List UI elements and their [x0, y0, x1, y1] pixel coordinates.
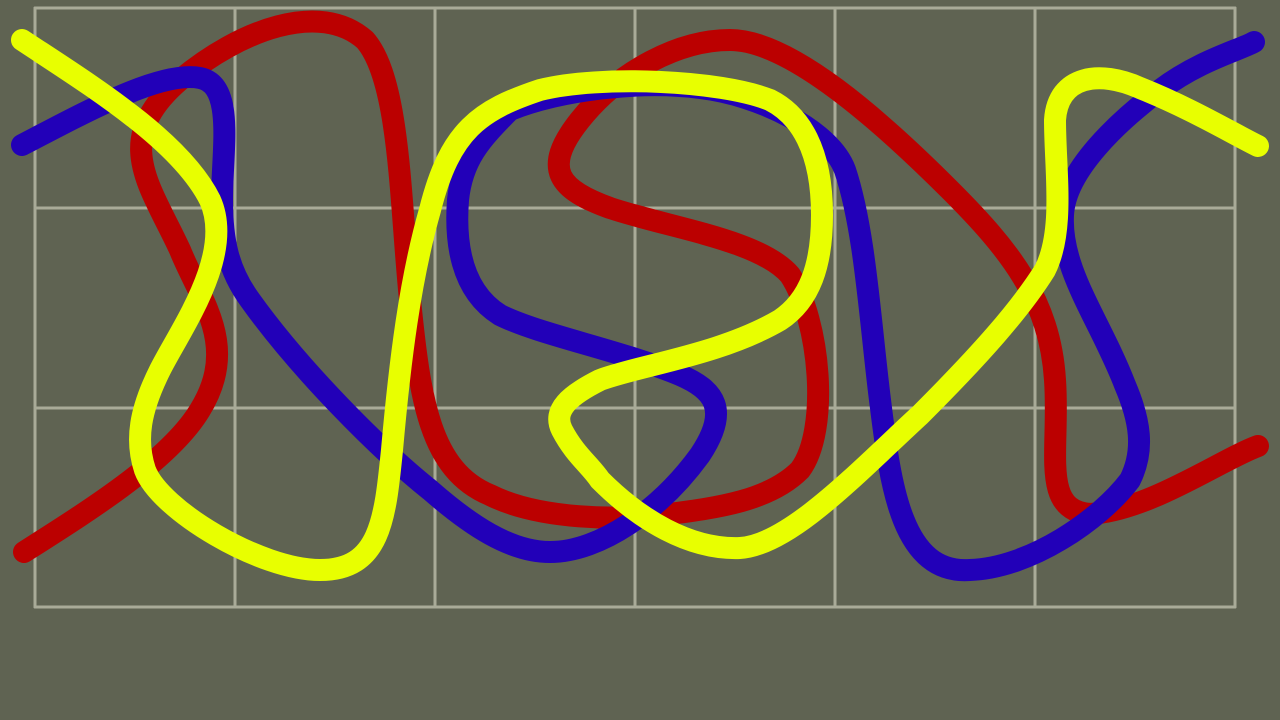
- blue-rope[interactable]: [11, 31, 1265, 582]
- rope-layer[interactable]: [11, 10, 1269, 582]
- yellow-rope[interactable]: [11, 29, 1269, 581]
